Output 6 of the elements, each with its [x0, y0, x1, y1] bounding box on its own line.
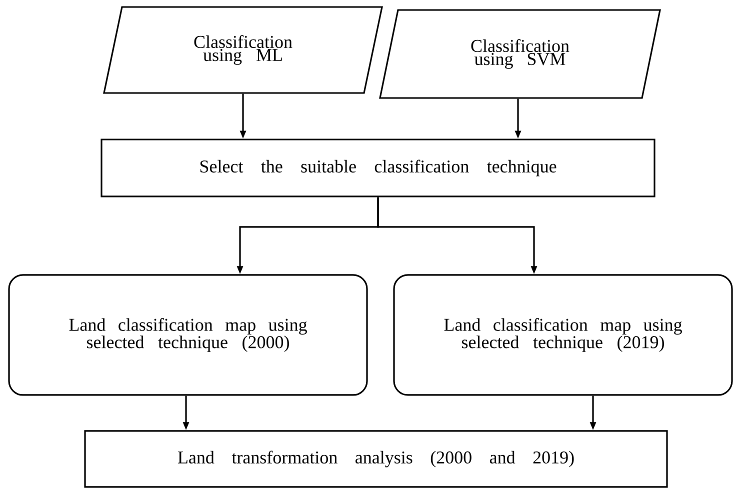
- input-parallelogram: Classification using SVM: [379, 9, 661, 99]
- process-box: Land transformation analysis (2000 and 2019): [84, 430, 668, 488]
- rounded-box: Land classification map using selected technique (2019): [393, 274, 733, 396]
- process-box: Select the suitable classification technique: [100, 138, 656, 198]
- rounded-box: Land classification map using selected technique (2000): [8, 274, 368, 396]
- input-parallelogram: Classification using ML: [103, 6, 383, 94]
